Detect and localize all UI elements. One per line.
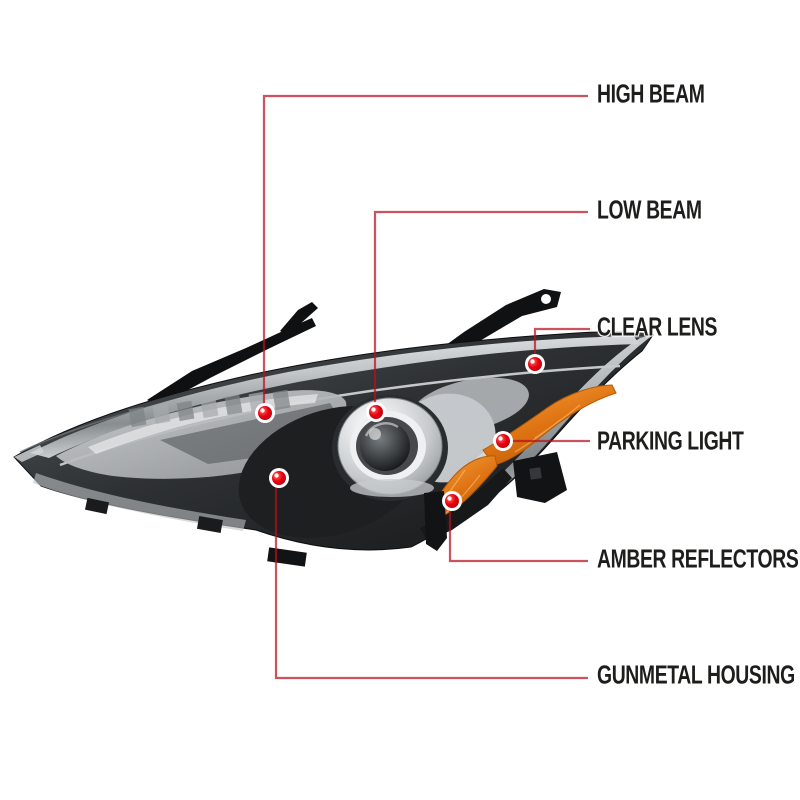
callout-line-clear-lens [533, 327, 590, 362]
callout-dot-clear-lens [525, 354, 545, 374]
bottom-flange [33, 473, 246, 531]
callout-line-gunmetal-housing [274, 480, 588, 680]
callout-dot-amber-reflectors [442, 491, 462, 511]
mounting-bracket-top-left [147, 302, 318, 406]
projector-lens-assembly [332, 395, 448, 501]
callout-line-low-beam [373, 210, 588, 410]
callout-dot-gunmetal-housing [269, 468, 289, 488]
amber-reflector-upper [482, 384, 617, 466]
lens-tip-highlight [14, 445, 44, 462]
mounting-bracket-right [513, 452, 567, 503]
callout-dot-high-beam [255, 403, 275, 423]
bottom-clips [84, 491, 447, 567]
callout-line-amber-reflectors [448, 503, 588, 563]
callout-dot-low-beam [366, 402, 386, 422]
callout-dot-parking-light [493, 431, 513, 451]
callout-line-high-beam [262, 94, 588, 411]
projector-chrome-upper [411, 377, 529, 433]
